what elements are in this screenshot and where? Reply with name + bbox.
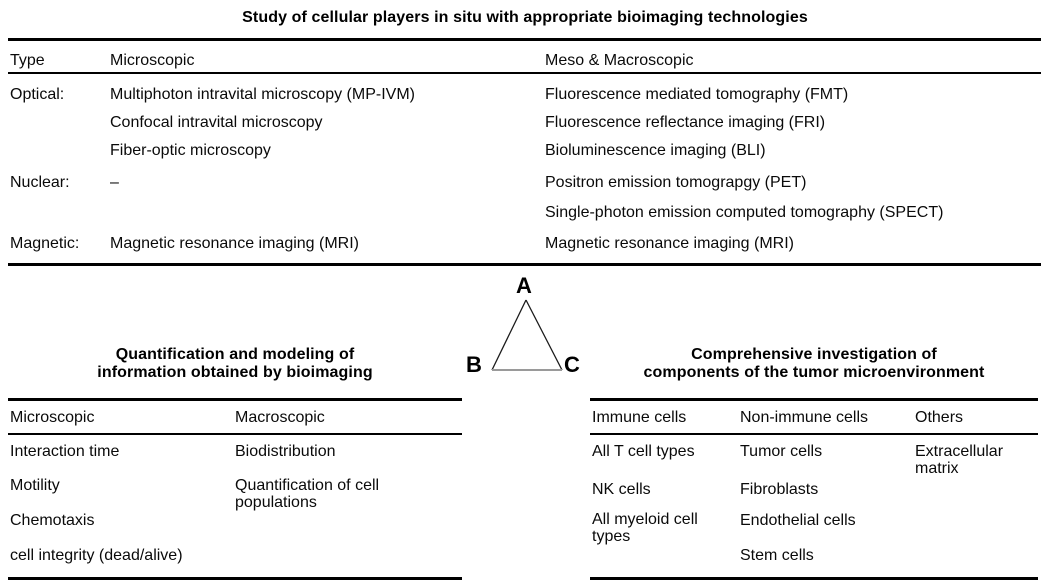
triangle-edge-right	[525, 299, 563, 371]
right-row-cell: Stem cells	[740, 547, 814, 564]
right-table-rule-header	[590, 433, 1038, 435]
triangle-label-b: B	[466, 352, 482, 377]
row-macro-cell: Magnetic resonance imaging (MRI)	[545, 235, 794, 252]
right-table-title-line2: components of the tumor microenvironment	[643, 364, 985, 381]
right-table-rule-bottom	[590, 577, 1038, 580]
left-table-rule-bottom	[8, 577, 462, 580]
left-row-cell: Biodistribution	[235, 443, 336, 460]
top-header-meso-macroscopic: Meso & Macroscopic	[545, 52, 694, 69]
top-header-type: Type	[10, 52, 45, 69]
right-table-title-line1: Comprehensive investigation of	[691, 346, 937, 363]
left-table-title-line2: information obtained by bioimaging	[97, 364, 373, 381]
triangle-diagram	[491, 299, 563, 371]
left-row-cell: Motility	[10, 477, 60, 494]
left-table-rule-header	[8, 433, 462, 435]
row-macro-cell: Fluorescence mediated tomography (FMT)	[545, 86, 849, 103]
row-micro-cell: Fiber-optic microscopy	[110, 142, 271, 159]
right-table-rule-top	[590, 398, 1038, 401]
row-micro-cell: Confocal intravital microscopy	[110, 114, 323, 131]
top-table-rule-header	[8, 72, 1041, 74]
row-type-label: Nuclear:	[10, 174, 70, 191]
row-macro-cell: Bioluminescence imaging (BLI)	[545, 142, 766, 159]
top-table-rule-bottom	[8, 263, 1041, 266]
row-type-label: Optical:	[10, 86, 65, 103]
right-header-others: Others	[915, 409, 964, 426]
row-micro-cell: Multiphoton intravital microscopy (MP-IV…	[110, 86, 415, 103]
left-row-cell: Quantification of cell populations	[235, 477, 380, 511]
left-header-microscopic: Microscopic	[10, 409, 95, 426]
right-row-cell: Endothelial cells	[740, 512, 856, 529]
row-micro-cell: Magnetic resonance imaging (MRI)	[110, 235, 359, 252]
right-header-immune: Immune cells	[592, 409, 687, 426]
right-row-cell: All myeloid cell types	[592, 511, 698, 545]
row-type-label: Magnetic:	[10, 235, 80, 252]
right-row-cell: All T cell types	[592, 443, 695, 460]
left-row-cell: Interaction time	[10, 443, 120, 460]
triangle-label-a: A	[516, 273, 532, 298]
left-table-title-line1: Quantification and modeling of	[115, 346, 355, 363]
triangle-edge-left	[491, 299, 527, 371]
left-row-cell: Chemotaxis	[10, 512, 95, 529]
triangle-label-c: C	[564, 352, 580, 377]
top-table-title: Study of cellular players in situ with a…	[242, 9, 808, 26]
row-micro-cell: –	[110, 174, 119, 191]
right-row-cell: Tumor cells	[740, 443, 823, 460]
row-macro-cell: Positron emission tomograpgy (PET)	[545, 174, 807, 191]
top-header-microscopic: Microscopic	[110, 52, 195, 69]
right-row-cell: NK cells	[592, 481, 651, 498]
right-row-cell: Extracellular matrix	[915, 443, 1004, 477]
top-table-rule-top	[8, 38, 1041, 41]
right-header-non-immune: Non-immune cells	[740, 409, 869, 426]
left-row-cell: cell integrity (dead/alive)	[10, 547, 183, 564]
right-row-cell: Fibroblasts	[740, 481, 819, 498]
left-table-rule-top	[8, 398, 462, 401]
row-macro-cell: Single-photon emission computed tomograp…	[545, 204, 944, 221]
row-macro-cell: Fluorescence reflectance imaging (FRI)	[545, 114, 826, 131]
left-header-macroscopic: Macroscopic	[235, 409, 325, 426]
